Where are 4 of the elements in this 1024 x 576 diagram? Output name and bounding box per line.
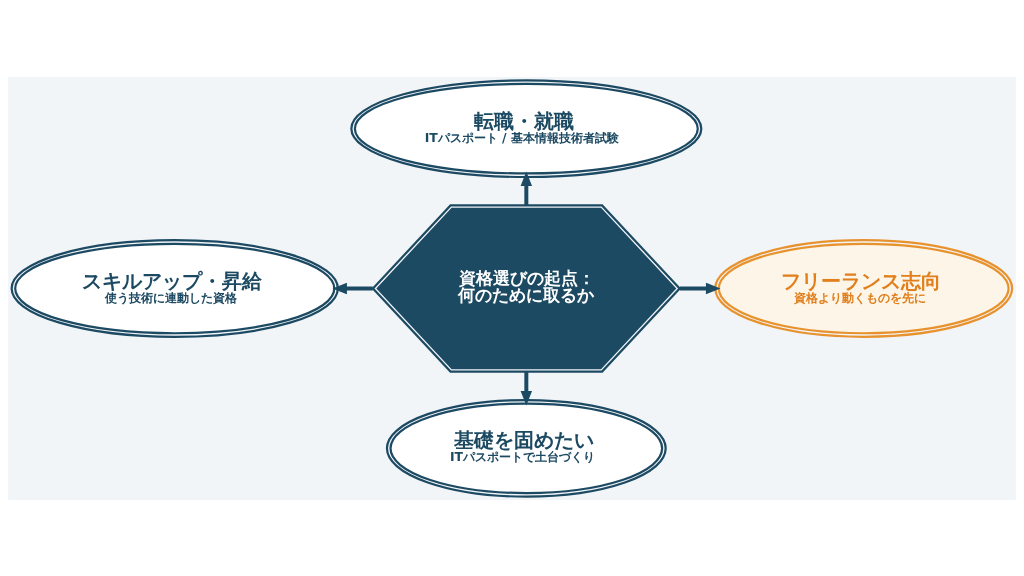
arrow bbox=[520, 171, 533, 205]
arrow bbox=[332, 282, 373, 294]
arrow bbox=[520, 371, 533, 406]
arrow bbox=[679, 282, 721, 294]
